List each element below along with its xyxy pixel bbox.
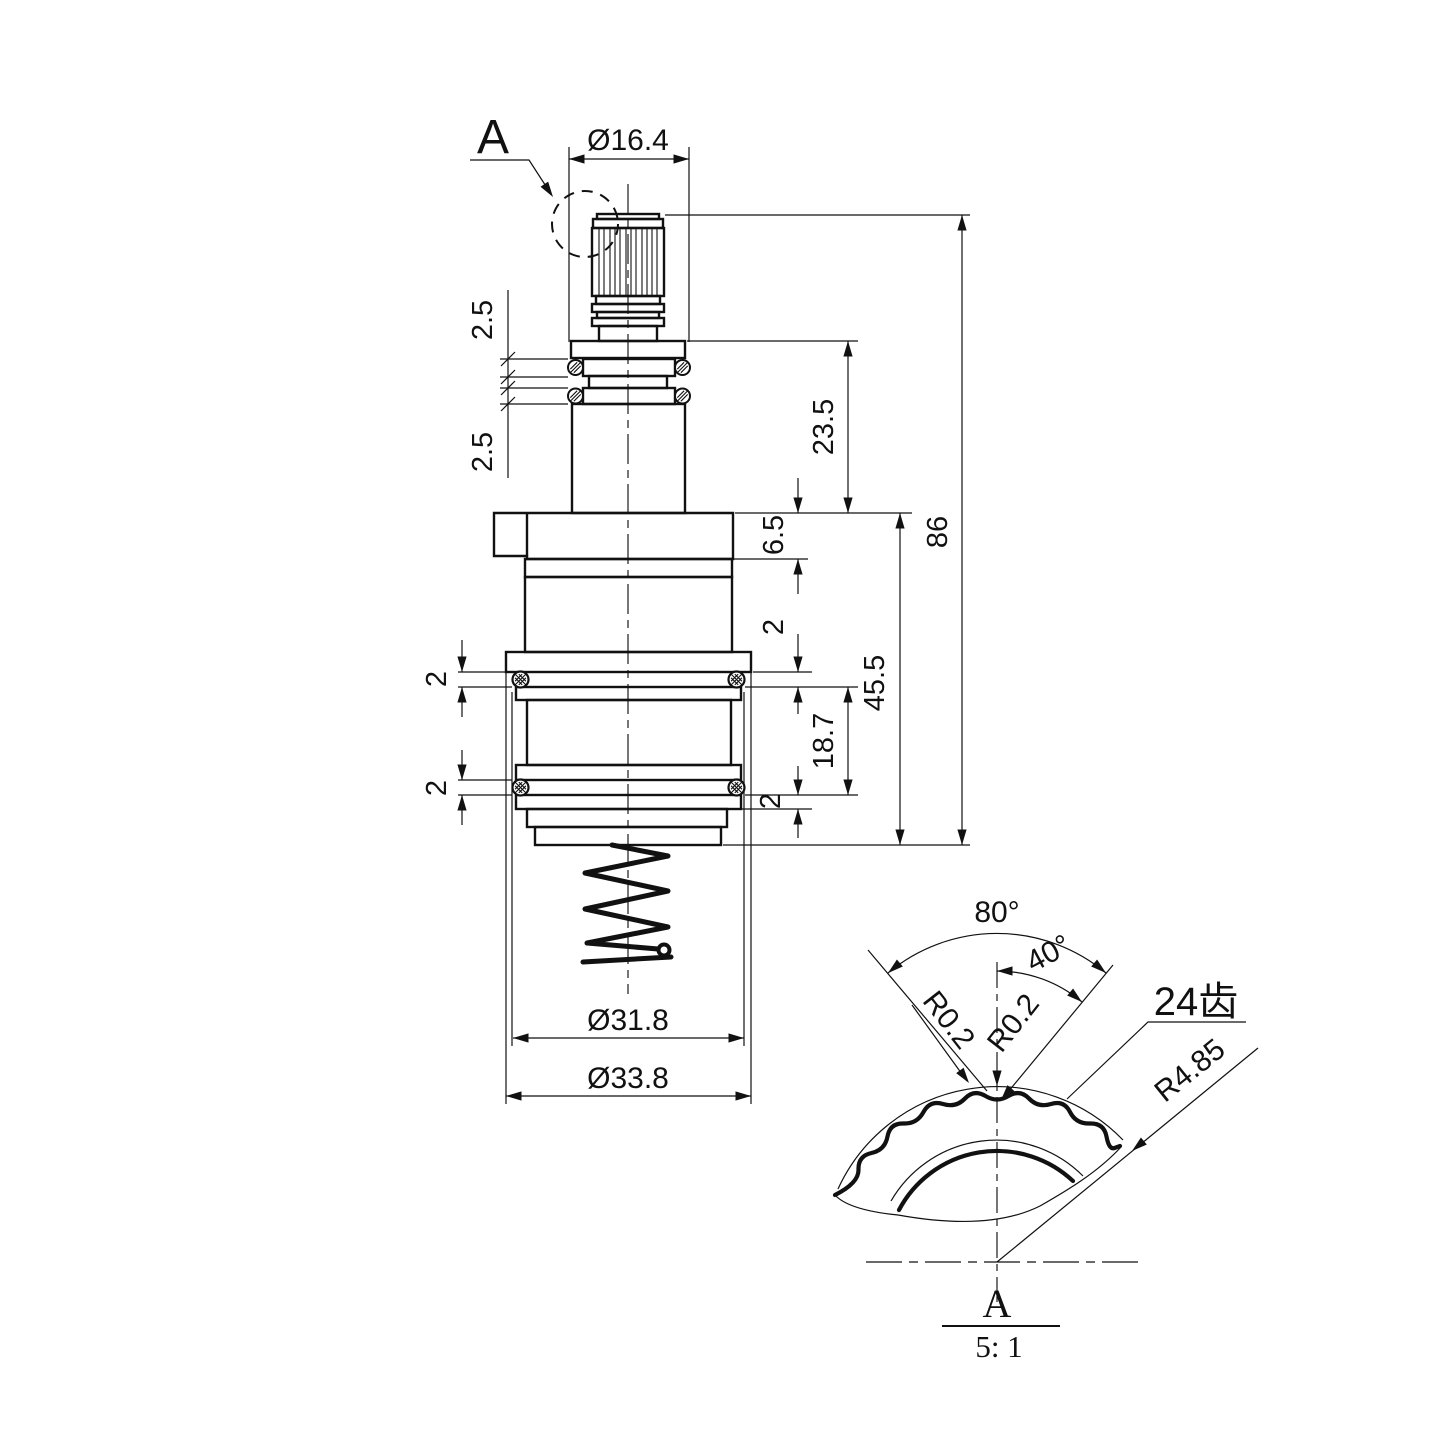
o-ring-small-2-left — [567, 387, 584, 405]
o-ring-large-2-left — [511, 778, 530, 797]
dim-33-8-label: Ø33.8 — [587, 1062, 669, 1095]
dim-oring2-left: 2 — [421, 750, 512, 825]
o-ring-small-1-right — [674, 359, 691, 376]
dim-23-5-label: 23.5 — [808, 399, 840, 455]
detail-view-scale: 5: 1 — [975, 1329, 1022, 1364]
valve-stem-spline — [590, 212, 666, 343]
valve-body — [492, 511, 753, 847]
dim-body-height: 45.5 — [859, 513, 905, 845]
dim-groove2-label: 2.5 — [467, 432, 499, 472]
dim-18-7-label: 18.7 — [808, 713, 840, 769]
detail-view-label: A — [983, 1281, 1012, 1326]
tip-circle-arc — [837, 1086, 1124, 1190]
detail-callout: A — [470, 111, 619, 258]
dim-groove1-label: 2.5 — [467, 300, 499, 340]
spline-hatching — [598, 228, 658, 296]
dim-oring2-right: 2 — [742, 766, 812, 838]
dim-upper-grooves: 2.5 2.5 — [467, 290, 568, 478]
dim-oring1-left: 2 — [421, 640, 512, 717]
o-ring-small-1-left — [567, 359, 584, 376]
dim-oring-spacing: 18.7 — [745, 687, 858, 796]
dim-oring1-right: 2 — [745, 619, 858, 714]
inner-arc-thin — [890, 1139, 1084, 1202]
o-ring-large-1-left — [511, 670, 530, 689]
dim-flange-diameter: Ø33.8 — [505, 672, 752, 1104]
break-line — [834, 1146, 1122, 1223]
o-ring-large-1-right — [727, 670, 746, 689]
dim-86-label: 86 — [922, 516, 954, 548]
dim-2-ul-label: 2 — [421, 671, 453, 687]
o-ring-small-2-right — [674, 387, 691, 405]
teeth-profile — [832, 1090, 1123, 1198]
spline-section-geometry — [832, 1086, 1124, 1223]
dim-flange-height: 6.5 — [734, 478, 912, 594]
dim-2-lr-label: 2 — [755, 793, 787, 809]
teeth-count-label: 24齿 — [1154, 980, 1239, 1024]
main-view: A Ø16.4 2.5 2.5 — [421, 111, 970, 1104]
teeth-count-callout: 24齿 — [1066, 980, 1246, 1100]
dim-2-ur-label: 2 — [758, 619, 790, 635]
dim-2-ll-label: 2 — [421, 780, 453, 796]
dim-stem-height: 23.5 — [687, 340, 858, 513]
flank-lines — [867, 949, 1114, 1099]
inner-arc-thick — [896, 1148, 1076, 1213]
detail-callout-label: A — [477, 111, 509, 164]
dim-80-label: 80° — [974, 896, 1019, 929]
o-ring-large-2-right — [727, 778, 746, 797]
dim-angle-80: 80° — [885, 896, 1109, 977]
stem-flange-orings — [567, 339, 691, 515]
detail-view-title: A 5: 1 — [942, 1281, 1060, 1364]
dim-6-5-label: 6.5 — [758, 515, 790, 555]
dim-stem-diameter: Ø16.4 — [568, 124, 690, 342]
detail-circle-marker — [551, 190, 619, 258]
spring — [580, 842, 674, 965]
dim-oring-diameter: Ø31.8 — [511, 692, 745, 1046]
dim-31-8-label: Ø31.8 — [587, 1004, 669, 1037]
dim-overall-height: 86 — [665, 214, 970, 846]
dim-stem-diameter-label: Ø16.4 — [587, 124, 669, 157]
dim-45-5-label: 45.5 — [859, 655, 891, 711]
